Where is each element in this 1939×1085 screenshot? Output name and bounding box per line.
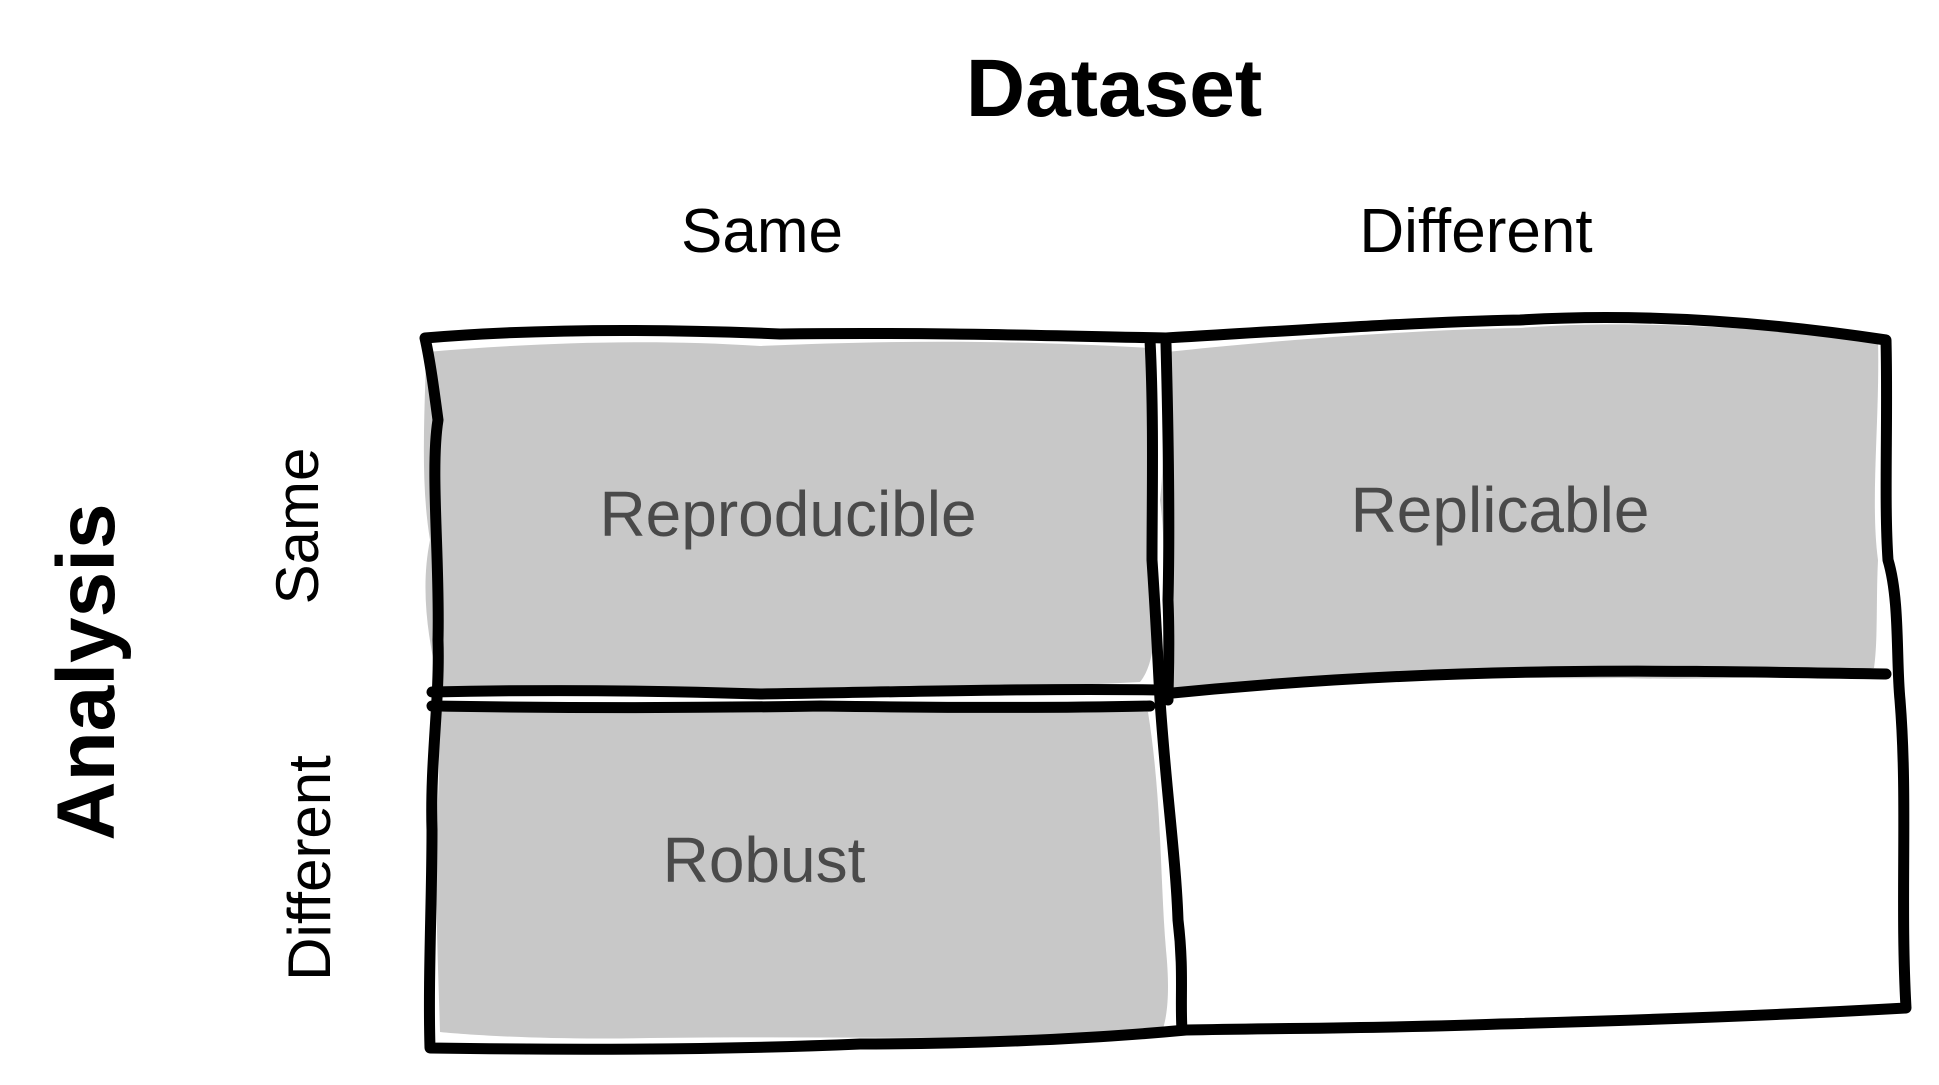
grid-vertical-divider-inner xyxy=(1160,338,1175,706)
cell-label-reproducible: Reproducible xyxy=(599,478,976,550)
grid-horizontal-divider-right xyxy=(1156,665,1892,700)
cell-fill-reproducible xyxy=(423,341,1155,691)
grid-outer-border xyxy=(419,312,1912,1055)
cell-label-robust: Robust xyxy=(663,824,866,896)
column-label-different: Different xyxy=(1359,197,1592,266)
cell-fill-replicable xyxy=(1160,324,1879,689)
row-label-different: Different xyxy=(276,755,343,981)
grid-horizontal-divider-left-lower xyxy=(426,700,1156,713)
grid-horizontal-divider-left xyxy=(426,683,1166,700)
column-axis-title: Dataset xyxy=(966,43,1262,134)
row-axis-title: Analysis xyxy=(41,503,132,840)
column-label-same: Same xyxy=(681,197,843,266)
row-label-same: Same xyxy=(264,448,331,605)
cell-label-replicable: Replicable xyxy=(1351,474,1650,546)
cell-fill-robust xyxy=(436,707,1169,1039)
grid-vertical-divider xyxy=(1144,334,1188,1036)
